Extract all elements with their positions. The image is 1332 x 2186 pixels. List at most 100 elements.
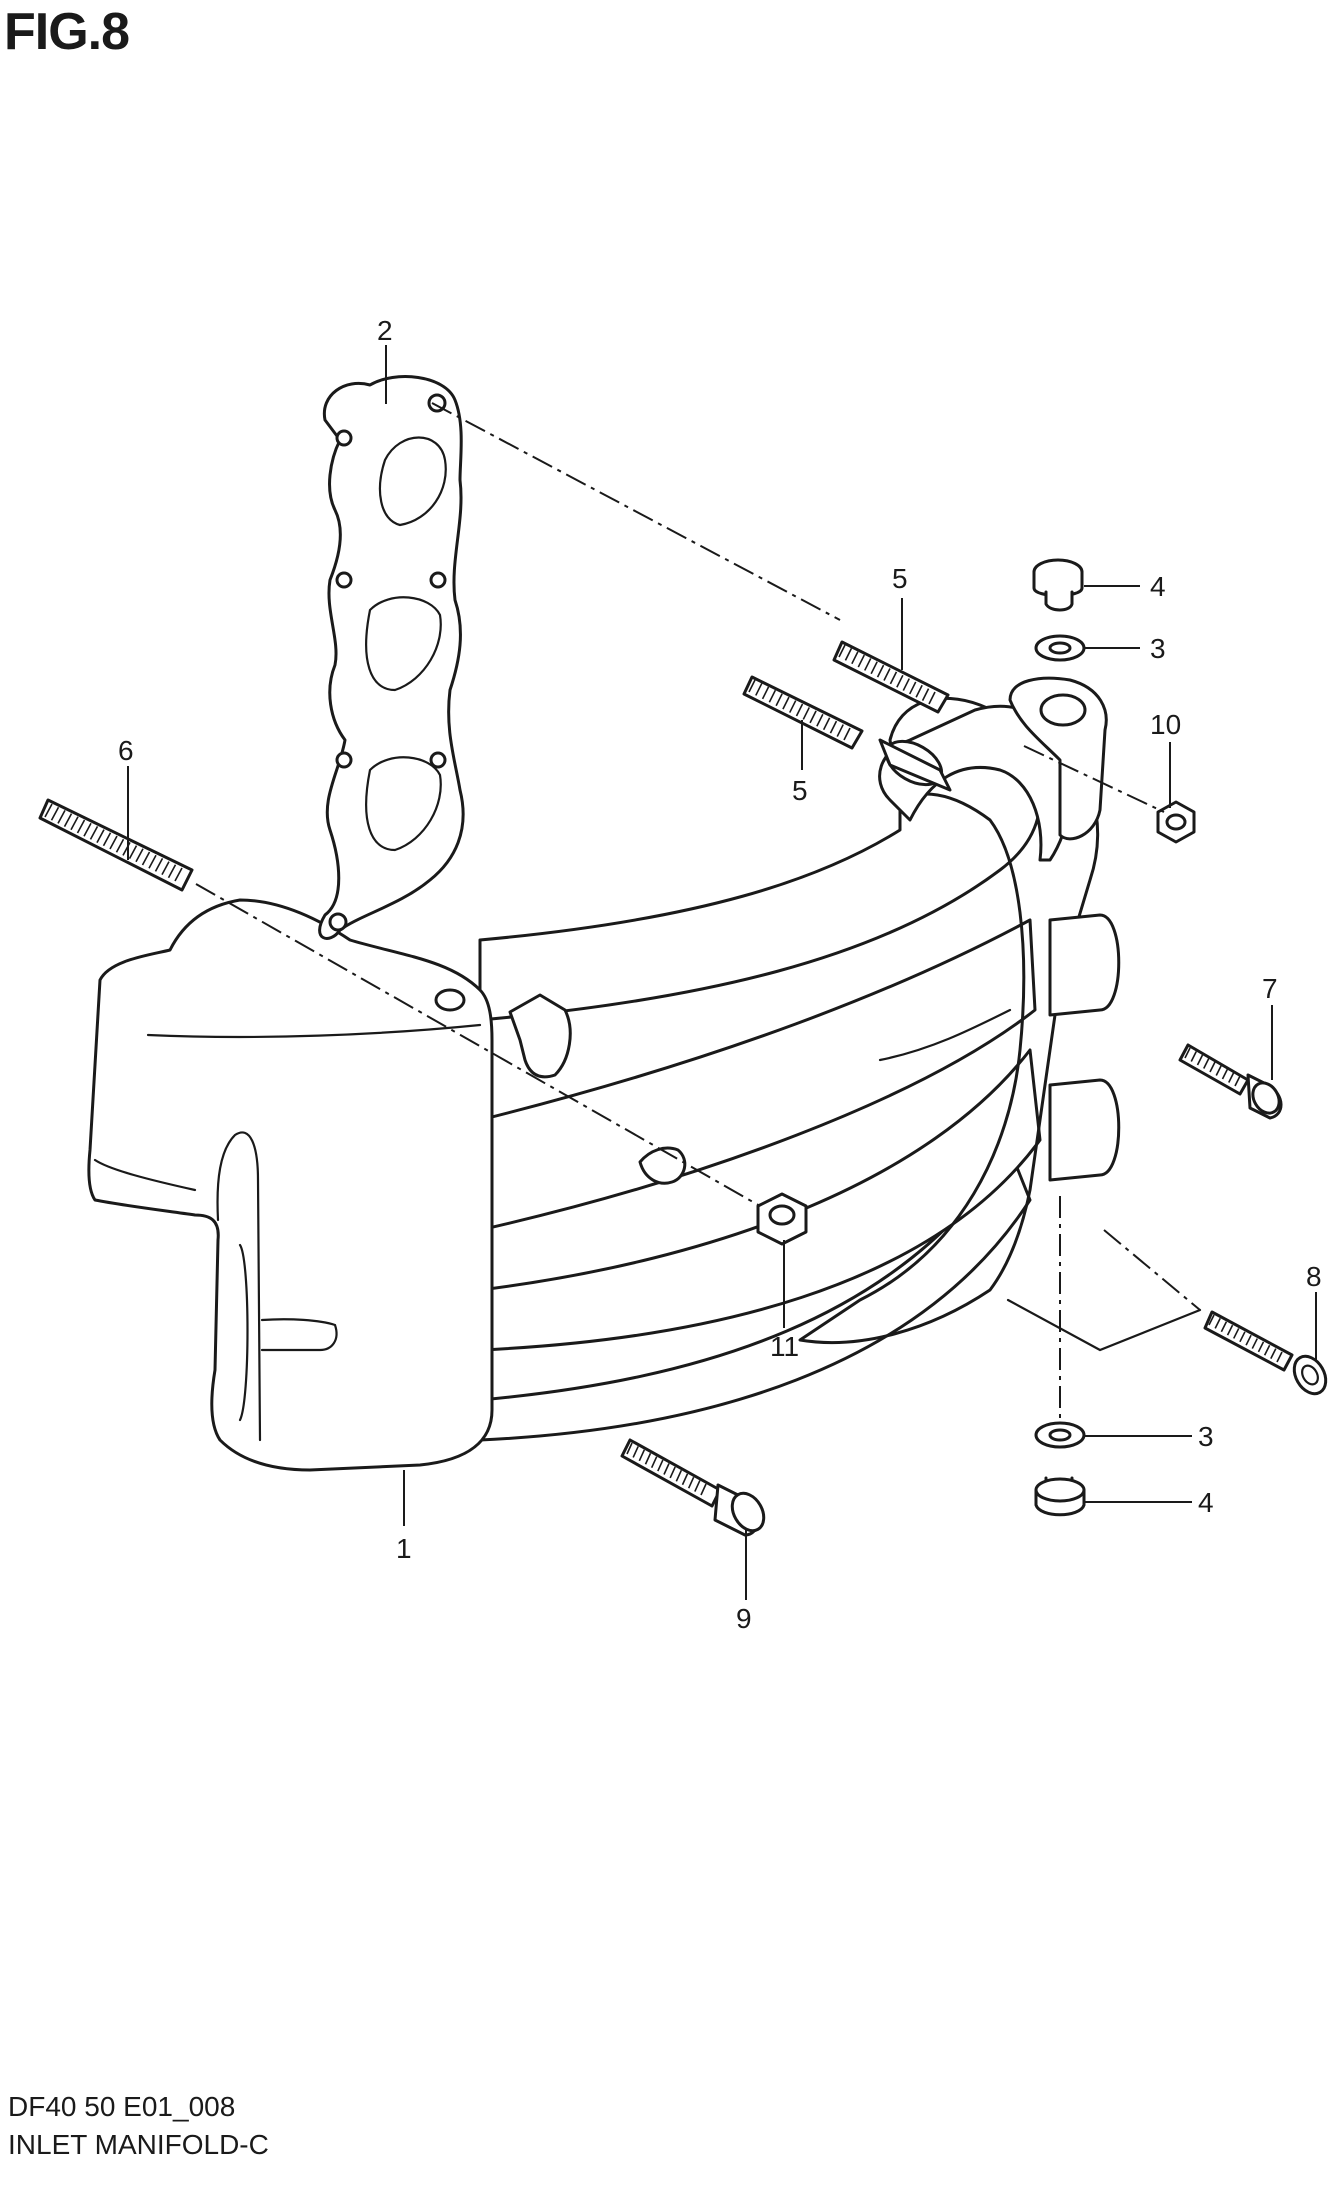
thread-line	[1203, 1058, 1210, 1069]
thread-line	[44, 803, 53, 818]
thread-line	[775, 693, 783, 707]
leader-lines	[127, 345, 1317, 1600]
thread-line	[638, 1449, 646, 1462]
thread-line	[1208, 1314, 1215, 1326]
manifold-gasket	[318, 375, 465, 940]
thread-line	[102, 832, 112, 847]
callout-4-lower: 4	[1198, 1487, 1214, 1518]
thread-line	[669, 1466, 676, 1479]
thread-line	[1257, 1341, 1265, 1353]
thread-line	[161, 861, 170, 875]
thread-line	[89, 826, 99, 840]
thread-bolt-8	[1208, 1314, 1283, 1363]
thread-line	[795, 703, 804, 717]
callout-7: 7	[1262, 973, 1278, 1004]
thread-line	[883, 668, 891, 681]
thread-stud-5-upper	[838, 644, 936, 705]
callout-labels: 2 5 5 6 4 3 10 7 8 11 1 9 3 4	[118, 315, 1322, 1634]
thread-line	[154, 858, 164, 872]
thread-line	[782, 696, 790, 710]
thread-line	[896, 674, 904, 688]
thread-line	[626, 1442, 633, 1455]
thread-line	[816, 713, 824, 727]
callout-10: 10	[1150, 709, 1181, 740]
thread-line	[1233, 1328, 1240, 1339]
thread-line	[809, 710, 817, 724]
thread-line	[141, 851, 151, 866]
thread-line	[1251, 1338, 1258, 1349]
thread-line	[1270, 1348, 1277, 1359]
callout-2: 2	[377, 315, 393, 346]
thread-line	[1221, 1068, 1229, 1080]
callout-9: 9	[736, 1603, 752, 1634]
thread-line	[768, 689, 777, 703]
thread-line	[863, 658, 872, 671]
thread-line	[1196, 1054, 1204, 1066]
thread-line	[1214, 1318, 1221, 1329]
thread-line	[921, 688, 930, 702]
thread-line	[1234, 1075, 1241, 1087]
assembly-line-stud6-nut11	[195, 883, 761, 1207]
thread-line	[928, 691, 936, 705]
thread-line	[1228, 1072, 1235, 1083]
bolt-7	[1178, 1043, 1283, 1120]
thread-line	[1220, 1321, 1228, 1333]
thread-line	[1263, 1344, 1271, 1356]
thread-line	[1184, 1047, 1191, 1059]
thread-line	[650, 1456, 658, 1468]
thread-line	[50, 806, 60, 821]
thread-line	[644, 1452, 652, 1465]
figure-title: FIG.8	[4, 3, 130, 61]
hidden-edge	[1006, 1298, 1202, 1352]
thread-line	[167, 864, 177, 879]
thread-line	[902, 678, 911, 691]
thread-line	[1209, 1061, 1216, 1073]
thread-line	[822, 717, 831, 731]
thread-bolt-7	[1184, 1047, 1241, 1087]
thread-line	[115, 838, 125, 853]
thread-line	[694, 1480, 701, 1492]
thread-line	[76, 819, 86, 834]
plug-4-lower	[1034, 1476, 1086, 1517]
thread-bolt-9	[626, 1442, 707, 1496]
thread-line	[663, 1463, 670, 1475]
callout-3-lower: 3	[1198, 1421, 1214, 1452]
thread-line	[681, 1473, 689, 1486]
thread-line	[843, 727, 851, 741]
callout-5-lower: 5	[792, 775, 808, 806]
stud-6	[38, 798, 194, 892]
thread-line	[675, 1470, 683, 1482]
thread-stud-6	[44, 803, 183, 882]
thread-line	[851, 651, 859, 665]
callout-3-upper: 3	[1150, 633, 1166, 664]
assembly-line-bolt8	[1103, 1229, 1201, 1311]
thread-line	[1276, 1351, 1283, 1363]
callout-11: 11	[770, 1331, 799, 1362]
inlet-manifold-body	[87, 676, 1121, 1472]
thread-line	[96, 829, 105, 843]
drawing-code: DF40 50 E01_008	[8, 2091, 236, 2122]
thread-line	[761, 686, 770, 700]
thread-line	[1190, 1051, 1197, 1062]
thread-line	[857, 654, 866, 668]
plug-4-upper	[1032, 558, 1084, 612]
thread-line	[748, 679, 756, 693]
thread-line	[802, 707, 811, 720]
thread-line	[109, 835, 118, 850]
thread-line	[174, 867, 183, 882]
thread-line	[632, 1446, 639, 1458]
thread-line	[1226, 1324, 1234, 1336]
thread-line	[83, 822, 92, 837]
thread-line	[148, 854, 157, 869]
callout-8: 8	[1306, 1261, 1322, 1292]
thread-line	[889, 671, 898, 685]
thread-line	[829, 720, 838, 734]
thread-line	[836, 724, 844, 737]
thread-line	[844, 647, 853, 661]
thread-line	[1245, 1334, 1252, 1346]
figure-caption: DF40 50 E01_008 INLET MANIFOLD-C	[8, 2088, 269, 2164]
thread-line	[788, 700, 797, 713]
thread-line	[915, 684, 923, 698]
callout-1: 1	[396, 1533, 412, 1564]
